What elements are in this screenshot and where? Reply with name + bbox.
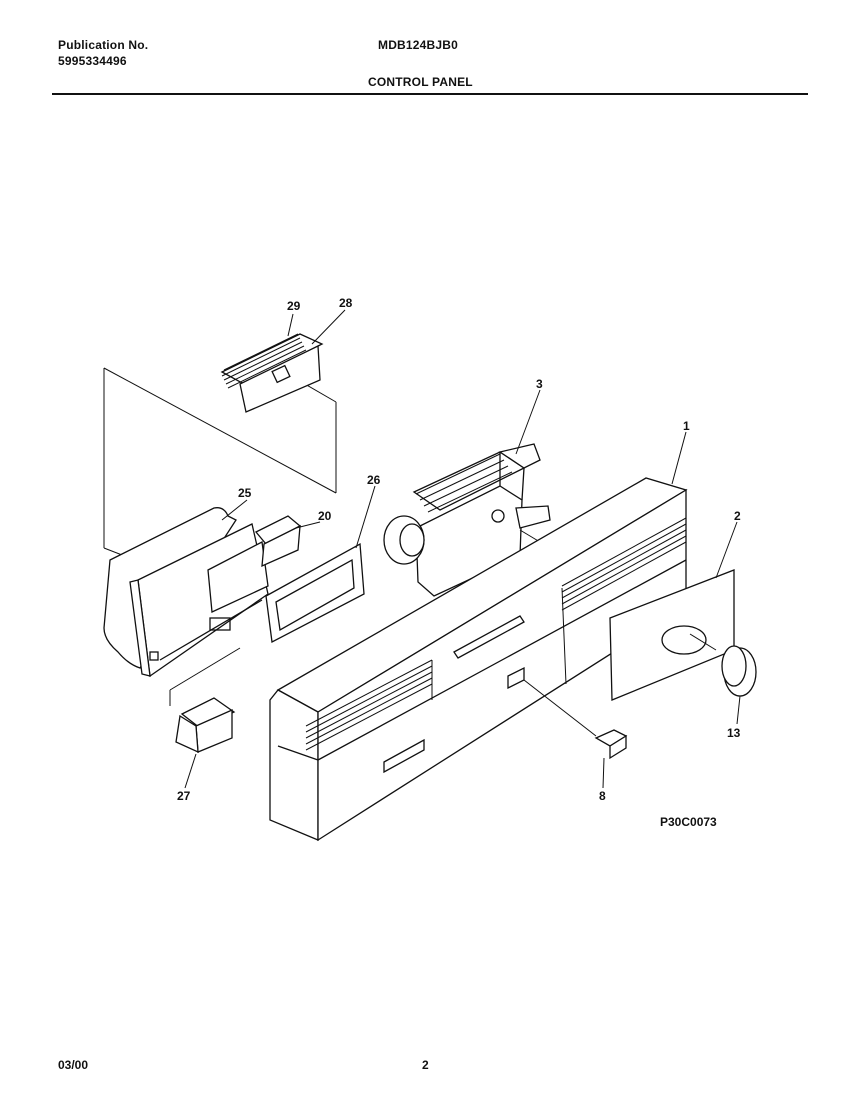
callout-25: 25 [238,486,252,500]
callout-13: 13 [727,726,741,740]
control-panel-part [269,477,688,842]
cap-part [254,515,302,568]
dispenser-part [103,507,269,678]
section-title: CONTROL PANEL [368,75,473,89]
connector-part [175,697,236,754]
callout-20: 20 [318,509,332,523]
callout-26: 26 [367,473,381,487]
switch-part [523,679,628,760]
timer-part [383,443,551,597]
footer-date: 03/00 [58,1058,89,1072]
callout-3: 3 [536,377,543,391]
callout-2: 2 [734,509,741,523]
page-number: 2 [422,1058,429,1072]
callout-leaders [184,309,741,789]
callout-labels: 29 28 3 1 2 25 20 26 27 8 13 [177,296,741,803]
publication-label: Publication No. [58,38,149,52]
figure-code: P30C0073 [660,815,717,829]
model-number: MDB124BJB0 [378,38,459,52]
callout-29: 29 [287,299,301,313]
callout-1: 1 [683,419,690,433]
callout-28: 28 [339,296,353,310]
header-rule [52,93,808,95]
publication-number: 5995334496 [58,54,127,68]
assembly-guide-lines [103,367,337,706]
gasket-part [265,542,365,644]
callout-8: 8 [599,789,606,803]
filter-cover-part [220,333,324,413]
callout-27: 27 [177,789,191,803]
